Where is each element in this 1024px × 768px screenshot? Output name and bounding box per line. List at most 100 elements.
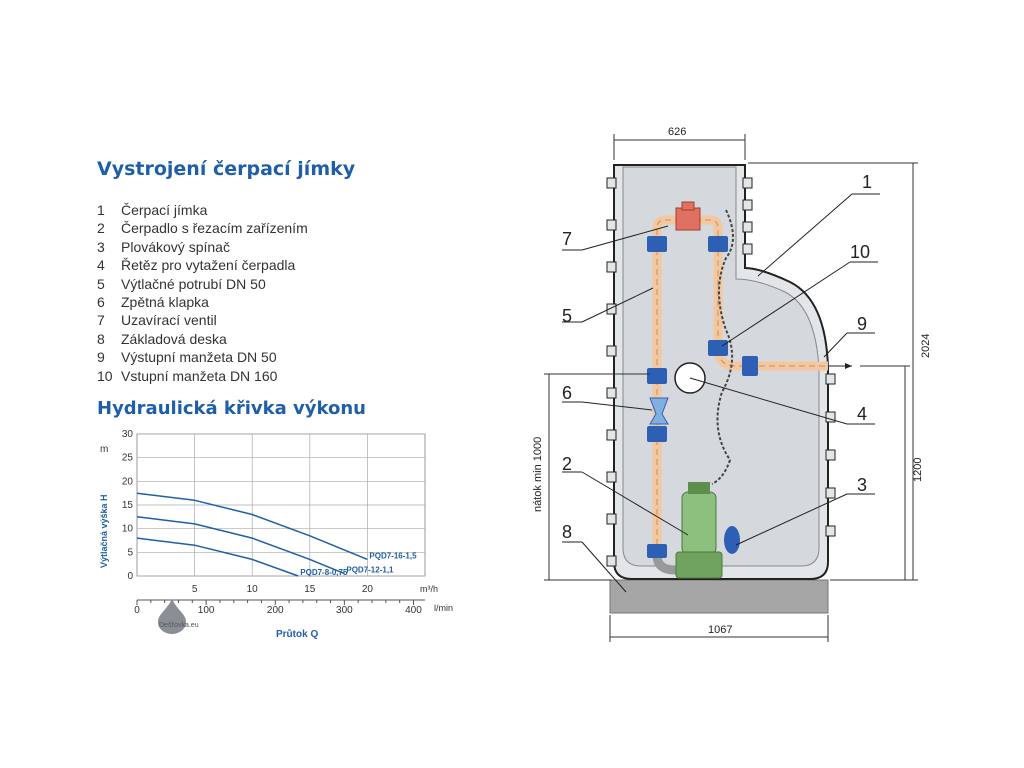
legend-item: 2 Čerpadlo s řezacím zařízením — [97, 219, 308, 237]
legend-item-label: Základová deska — [121, 330, 227, 347]
series-line — [136, 516, 345, 575]
x-tick-label-lmin: 0 — [134, 605, 140, 616]
tank-rib — [825, 411, 836, 423]
x-axis-label: Průtok Q — [276, 628, 318, 640]
dimension-lines — [544, 134, 918, 642]
series-label: PQD7-12-1,1 — [346, 566, 394, 575]
tank-rib — [742, 177, 753, 189]
discharge-pipe-centerline — [656, 219, 828, 555]
tank-rib — [606, 261, 617, 273]
tank-rib — [825, 525, 836, 537]
legend-item-number: 8 — [97, 330, 105, 347]
series-label: PQD7-16-1,5 — [369, 551, 417, 560]
y-tick-label: 25 — [122, 453, 134, 464]
x-unit-m3h: m³/h — [420, 584, 438, 594]
tank-rib — [606, 387, 617, 399]
series-label: PQD7-8-0,75 — [300, 568, 348, 577]
callout-1: 1 — [862, 172, 872, 192]
legend-item-number: 4 — [97, 257, 105, 274]
legend-item-label: Čerpadlo s řezacím zařízením — [121, 220, 308, 237]
x-unit-lmin: l/min — [434, 603, 453, 613]
legend-item-number: 2 — [97, 220, 105, 237]
pipe-fitting — [647, 368, 667, 384]
shutoff-valve — [675, 207, 701, 231]
callout-leaders — [562, 193, 880, 593]
pipe-fitting — [647, 426, 667, 442]
callout-9: 9 — [857, 314, 867, 334]
pipe-fitting — [708, 340, 728, 356]
pump-top — [688, 482, 710, 494]
check-valve — [649, 397, 669, 425]
y-tick-label: 5 — [127, 547, 133, 558]
legend-item-label: Výtlačné potrubí DN 50 — [121, 275, 266, 292]
dim-top-width: 626 — [668, 126, 686, 138]
legend-item: 4 Řetěz pro vytažení čerpadla — [97, 256, 308, 274]
callout-10: 10 — [850, 242, 870, 262]
x-tick-label-m3h: 10 — [247, 584, 259, 595]
legend-item-number: 3 — [97, 238, 105, 255]
legend-item-label: Plovákový spínač — [121, 238, 230, 255]
equipment-legend: 1 Čerpací jímka 2 Čerpadlo s řezacím zaříze… — [97, 201, 308, 385]
legend-item-number: 10 — [97, 367, 113, 384]
dim-inlet-height: nátok min 1000 — [532, 437, 544, 512]
legend-item: 1 Čerpací jímka — [97, 201, 308, 219]
x-tick-label-m3h: 20 — [362, 584, 374, 595]
tank-rib — [606, 177, 617, 189]
x-tick-label-m3h: 5 — [192, 584, 198, 595]
legend-item: 6 Zpětná klapka — [97, 293, 308, 311]
x-tick-label-lmin: 100 — [198, 605, 215, 616]
pipe-fitting — [742, 356, 758, 376]
lift-chain — [711, 209, 734, 485]
hydraulic-title: Hydraulická křivka výkonu — [97, 398, 366, 419]
pipe-fitting — [708, 236, 728, 252]
y-tick-label: 20 — [122, 476, 134, 487]
base-plate — [609, 579, 829, 614]
y-axis-label: Výtlačná výška H — [99, 494, 109, 568]
shutoff-valve-handle — [681, 201, 695, 211]
tank-rib — [742, 199, 753, 211]
y-tick-label: 0 — [127, 571, 133, 582]
tank-rib — [606, 303, 617, 315]
legend-item-label: Zpětná klapka — [121, 293, 209, 310]
tank-rib — [606, 513, 617, 525]
callout-6: 6 — [562, 383, 572, 403]
dim-total-height: 2024 — [920, 334, 932, 358]
callout-2: 2 — [562, 454, 572, 474]
tank-rib — [606, 345, 617, 357]
water-drop-logo — [158, 599, 186, 634]
legend-item-number: 1 — [97, 202, 105, 218]
legend-item-label: Čerpací jímka — [121, 202, 208, 218]
x-tick-label-m3h: 15 — [304, 584, 316, 595]
legend-item-label: Výstupní manžeta DN 50 — [121, 349, 277, 366]
tank-rib — [825, 449, 836, 461]
y-unit-label: m — [100, 444, 108, 455]
callout-7: 7 — [562, 229, 572, 249]
dim-base-width: 1067 — [708, 624, 732, 636]
dim-outlet-height: 1200 — [912, 458, 924, 482]
legend-item-number: 6 — [97, 293, 105, 310]
tank-rib — [825, 373, 836, 385]
series-line — [136, 492, 368, 561]
legend-item-number: 9 — [97, 349, 105, 366]
tank-rib — [742, 221, 753, 233]
callout-4: 4 — [857, 404, 867, 424]
callout-5: 5 — [562, 306, 572, 326]
tank-rib — [606, 219, 617, 231]
x-tick-label-lmin: 300 — [336, 605, 353, 616]
y-tick-label: 10 — [122, 524, 134, 535]
legend-item: 10 Vstupní manžeta DN 160 — [97, 367, 308, 385]
legend-item-label: Uzavírací ventil — [121, 312, 217, 329]
legend-item-label: Vstupní manžeta DN 160 — [121, 367, 278, 384]
legend-item-label: Řetěz pro vytažení čerpadla — [121, 257, 296, 274]
tank-rib — [606, 429, 617, 441]
tank-rib — [742, 243, 753, 255]
pump-base — [675, 551, 723, 579]
legend-item: 9 Výstupní manžeta DN 50 — [97, 348, 308, 366]
